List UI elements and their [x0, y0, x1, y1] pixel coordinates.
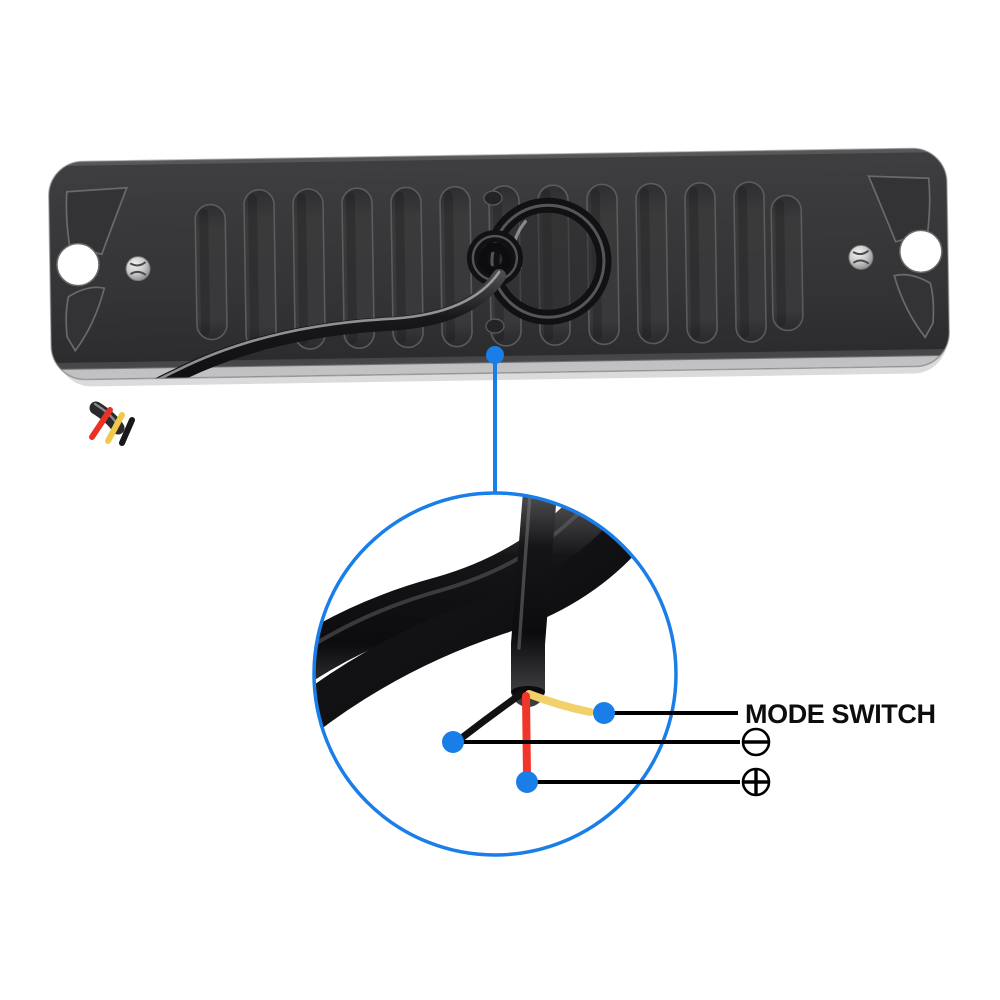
wire-tips	[89, 401, 135, 446]
cable-on-body	[91, 197, 612, 381]
mount-hole-left	[56, 243, 99, 286]
legend-dot-positive	[516, 771, 538, 793]
pin-hole-group	[483, 190, 505, 334]
cable-sweep	[91, 268, 507, 381]
mount-hole-right	[899, 230, 942, 273]
negative-terminal-icon	[741, 727, 771, 757]
magnified-wire-positive	[522, 692, 531, 780]
magnified-cable-trunk	[511, 493, 557, 707]
magnified-cable-loop-2	[314, 493, 672, 740]
body-top-bevel	[48, 147, 947, 167]
legend-label-mode-switch: MODE SWITCH	[745, 699, 936, 729]
light-bar-assembly	[48, 147, 950, 387]
magnified-wire-mode	[525, 690, 594, 716]
legend-dot-negative	[442, 731, 464, 753]
wire-tip-negative	[119, 417, 135, 446]
legend-item-mode-switch[interactable]: MODE SWITCH	[593, 699, 936, 729]
screw-left	[125, 256, 151, 282]
positive-terminal-icon	[741, 767, 771, 797]
body-bottom-bevel	[51, 354, 950, 381]
wire-tip-positive	[89, 407, 113, 440]
end-pad-right	[867, 175, 935, 339]
legend-item-negative[interactable]	[442, 727, 771, 757]
magnified-wire-negative	[455, 690, 525, 744]
magnified-cable-loop-1	[314, 493, 623, 723]
magnifier-contents	[314, 493, 676, 855]
legend-item-positive[interactable]	[516, 767, 771, 797]
callout-source-dot	[486, 346, 504, 364]
legend-dot-mode-switch	[593, 702, 615, 724]
body-outline	[48, 147, 950, 381]
wire-tip-mode	[105, 412, 125, 444]
screw-right	[848, 244, 874, 270]
end-pad-left	[65, 186, 129, 353]
magnifier-circle	[312, 491, 678, 857]
